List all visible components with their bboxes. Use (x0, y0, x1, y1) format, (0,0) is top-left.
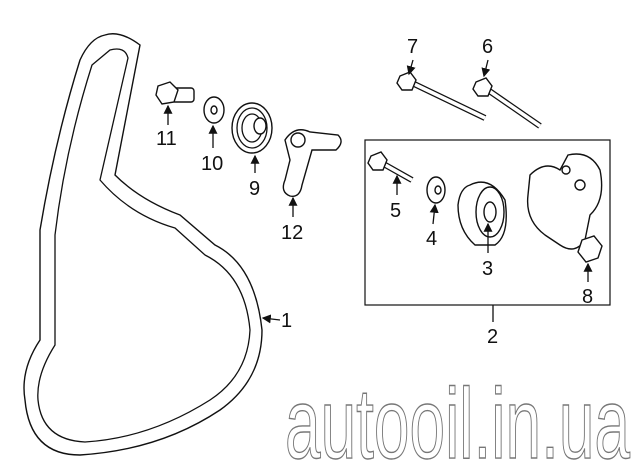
callout-6: 6 (482, 36, 493, 58)
serpentine-belt (23, 33, 263, 456)
assembly-box (364, 139, 611, 306)
washer-10 (203, 96, 225, 124)
callout-5: 5 (390, 200, 401, 222)
bolt-7 (396, 71, 487, 121)
callout-10: 10 (201, 153, 223, 175)
washer-4 (426, 176, 446, 204)
bolt-5 (367, 151, 414, 183)
bracket-12 (282, 129, 342, 197)
callout-4: 4 (426, 228, 437, 250)
callout-7: 7 (407, 36, 418, 58)
bolt-11 (155, 81, 195, 105)
callout-1: 1 (281, 310, 292, 332)
callout-11: 11 (156, 128, 177, 150)
leader-arrows (163, 59, 593, 324)
callout-3: 3 (482, 258, 493, 280)
tensioner-body (526, 153, 603, 250)
callout-12: 12 (281, 222, 303, 244)
bolt-6 (472, 77, 542, 129)
idler-pulley-9 (231, 102, 273, 154)
pulley-3 (457, 181, 507, 246)
watermark: autooil.in.ua (285, 368, 630, 471)
callout-9: 9 (249, 178, 260, 200)
nut-8 (577, 235, 603, 263)
callout-8: 8 (582, 286, 593, 308)
callout-2: 2 (487, 326, 498, 348)
